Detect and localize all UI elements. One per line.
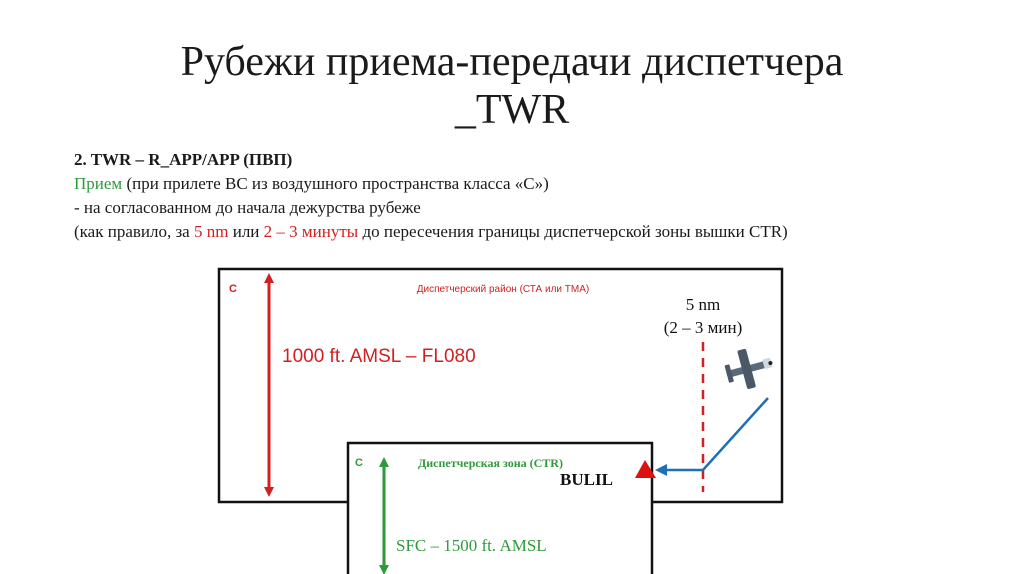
reception-rest: (при прилете ВС из воздушного пространст… (122, 174, 549, 193)
time-label: (2 – 3 мин) (664, 318, 743, 337)
title-line-2: _TWR (454, 87, 570, 133)
bulil-label: BULIL (560, 470, 613, 489)
flight-path-arrow (655, 397, 769, 476)
bulil-triangle-icon (635, 460, 656, 478)
ctr-class-label: C (355, 457, 363, 469)
rule-time: 2 – 3 минуты (263, 222, 359, 241)
tma-class-label: C (229, 283, 237, 295)
tma-boundary (217, 267, 784, 504)
agreed-boundary-line: - на согласованном до начала дежурства р… (74, 198, 421, 217)
ctr-name-label: Диспетчерская зона (CTR) (418, 456, 563, 470)
ctr-boundary (346, 441, 654, 574)
description-text: 2. TWR – R_APP/APP (ПВП) Прием (при прил… (74, 148, 788, 244)
distance-label: 5 nm (686, 295, 720, 314)
reception-line: Прием (при прилете ВС из воздушного прос… (74, 172, 788, 196)
rule-part-a: (как правило, за (74, 222, 194, 241)
tma-name-label: Диспетчерский район (СТА или ТМА) (417, 284, 589, 295)
rule-part-b: или (228, 222, 264, 241)
rule-part-c: до пересечения границы диспетчерской зон… (358, 222, 788, 241)
page-title: Рубежи приема-передачи диспетчера _TWR (0, 38, 1024, 134)
rule-distance: 5 nm (193, 222, 229, 241)
rule-line: (как правило, за 5 nm или 2 – 3 минуты д… (74, 220, 788, 244)
aircraft-icon (724, 348, 773, 389)
ctr-altitude-label: SFC – 1500 ft. AMSL (396, 536, 547, 555)
title-line-1: Рубежи приема-передачи диспетчера (180, 39, 844, 85)
reception-word: Прием (74, 174, 123, 193)
tma-altitude-label: 1000 ft. AMSL – FL080 (282, 346, 476, 367)
procedure-heading: 2. TWR – R_APP/APP (ПВП) (74, 150, 293, 169)
